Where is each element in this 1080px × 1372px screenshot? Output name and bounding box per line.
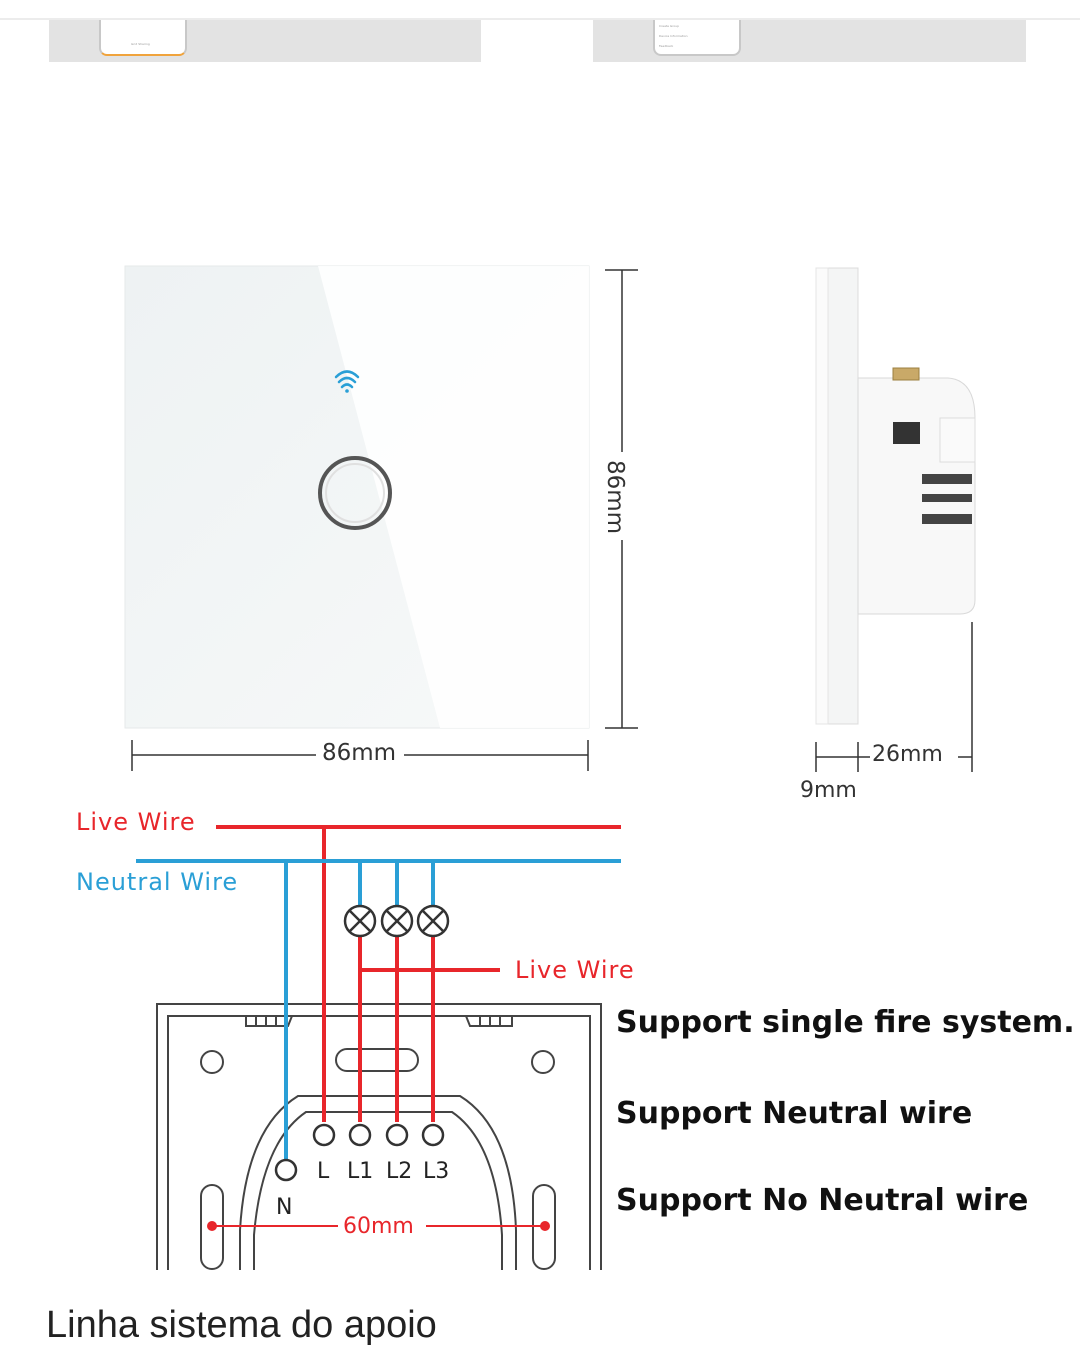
neutral-wire-lines — [136, 859, 621, 1160]
thumbnail-right[interactable]: Create Group Device Information Feedback — [593, 20, 1026, 62]
depth-dimension-lines — [815, 622, 973, 772]
page-caption: Linha sistema do apoio — [46, 1304, 437, 1346]
thumbnail-right-line-1: Create Group — [659, 24, 680, 28]
height-label: 86mm — [602, 455, 629, 539]
width-dimension-line — [131, 740, 589, 771]
product-drawings — [124, 265, 976, 772]
thumbnail-left[interactable]: Grid Sharing — [49, 20, 481, 62]
wiring-diagram: N L L1 L2 L3 60mm — [136, 825, 621, 1270]
terminal-l3-label: L3 — [423, 1159, 449, 1184]
terminal-l-label: L — [317, 1159, 330, 1184]
terminal-l2-label: L2 — [386, 1159, 412, 1184]
width-label: 86mm — [318, 740, 401, 766]
top-divider — [0, 18, 1080, 20]
terminal-l1-label: L1 — [347, 1159, 373, 1184]
thumbnail-left-text: Grid Sharing — [131, 42, 150, 46]
switch-back-box — [156, 1003, 602, 1270]
thumbnail-right-line-3: Feedback — [659, 44, 674, 48]
neutral-wire-label: Neutral Wire — [76, 868, 239, 896]
live-wire-top-label: Live Wire — [76, 808, 196, 836]
body-depth-label: 26mm — [870, 742, 945, 767]
terminal-screws — [274, 1123, 445, 1182]
wifi-icon — [334, 370, 360, 393]
feature-neutral-wire: Support Neutral wire — [616, 1096, 973, 1131]
height-dimension-line — [605, 269, 638, 729]
mount-spacing-label: 60mm — [343, 1214, 414, 1239]
lamp-symbols — [343, 904, 450, 938]
mount-spacing-line — [207, 1221, 550, 1231]
panel-depth-label: 9mm — [796, 778, 861, 803]
switch-front-view — [124, 265, 590, 729]
terminal-n-label: N — [276, 1195, 292, 1220]
thumbnail-right-line-2: Device Information — [659, 34, 688, 38]
thumbnail-left-phone: Grid Sharing — [99, 20, 187, 56]
feature-single-fire: Support single fire system. — [616, 1005, 1075, 1040]
feature-no-neutral-wire: Support No Neutral wire — [616, 1183, 1029, 1218]
thumbnail-right-phone: Create Group Device Information Feedback — [653, 20, 741, 56]
live-wire-right-label: Live Wire — [515, 956, 635, 984]
live-wire-lines — [216, 825, 621, 1122]
touch-button — [318, 456, 392, 530]
switch-side-view — [815, 267, 976, 725]
